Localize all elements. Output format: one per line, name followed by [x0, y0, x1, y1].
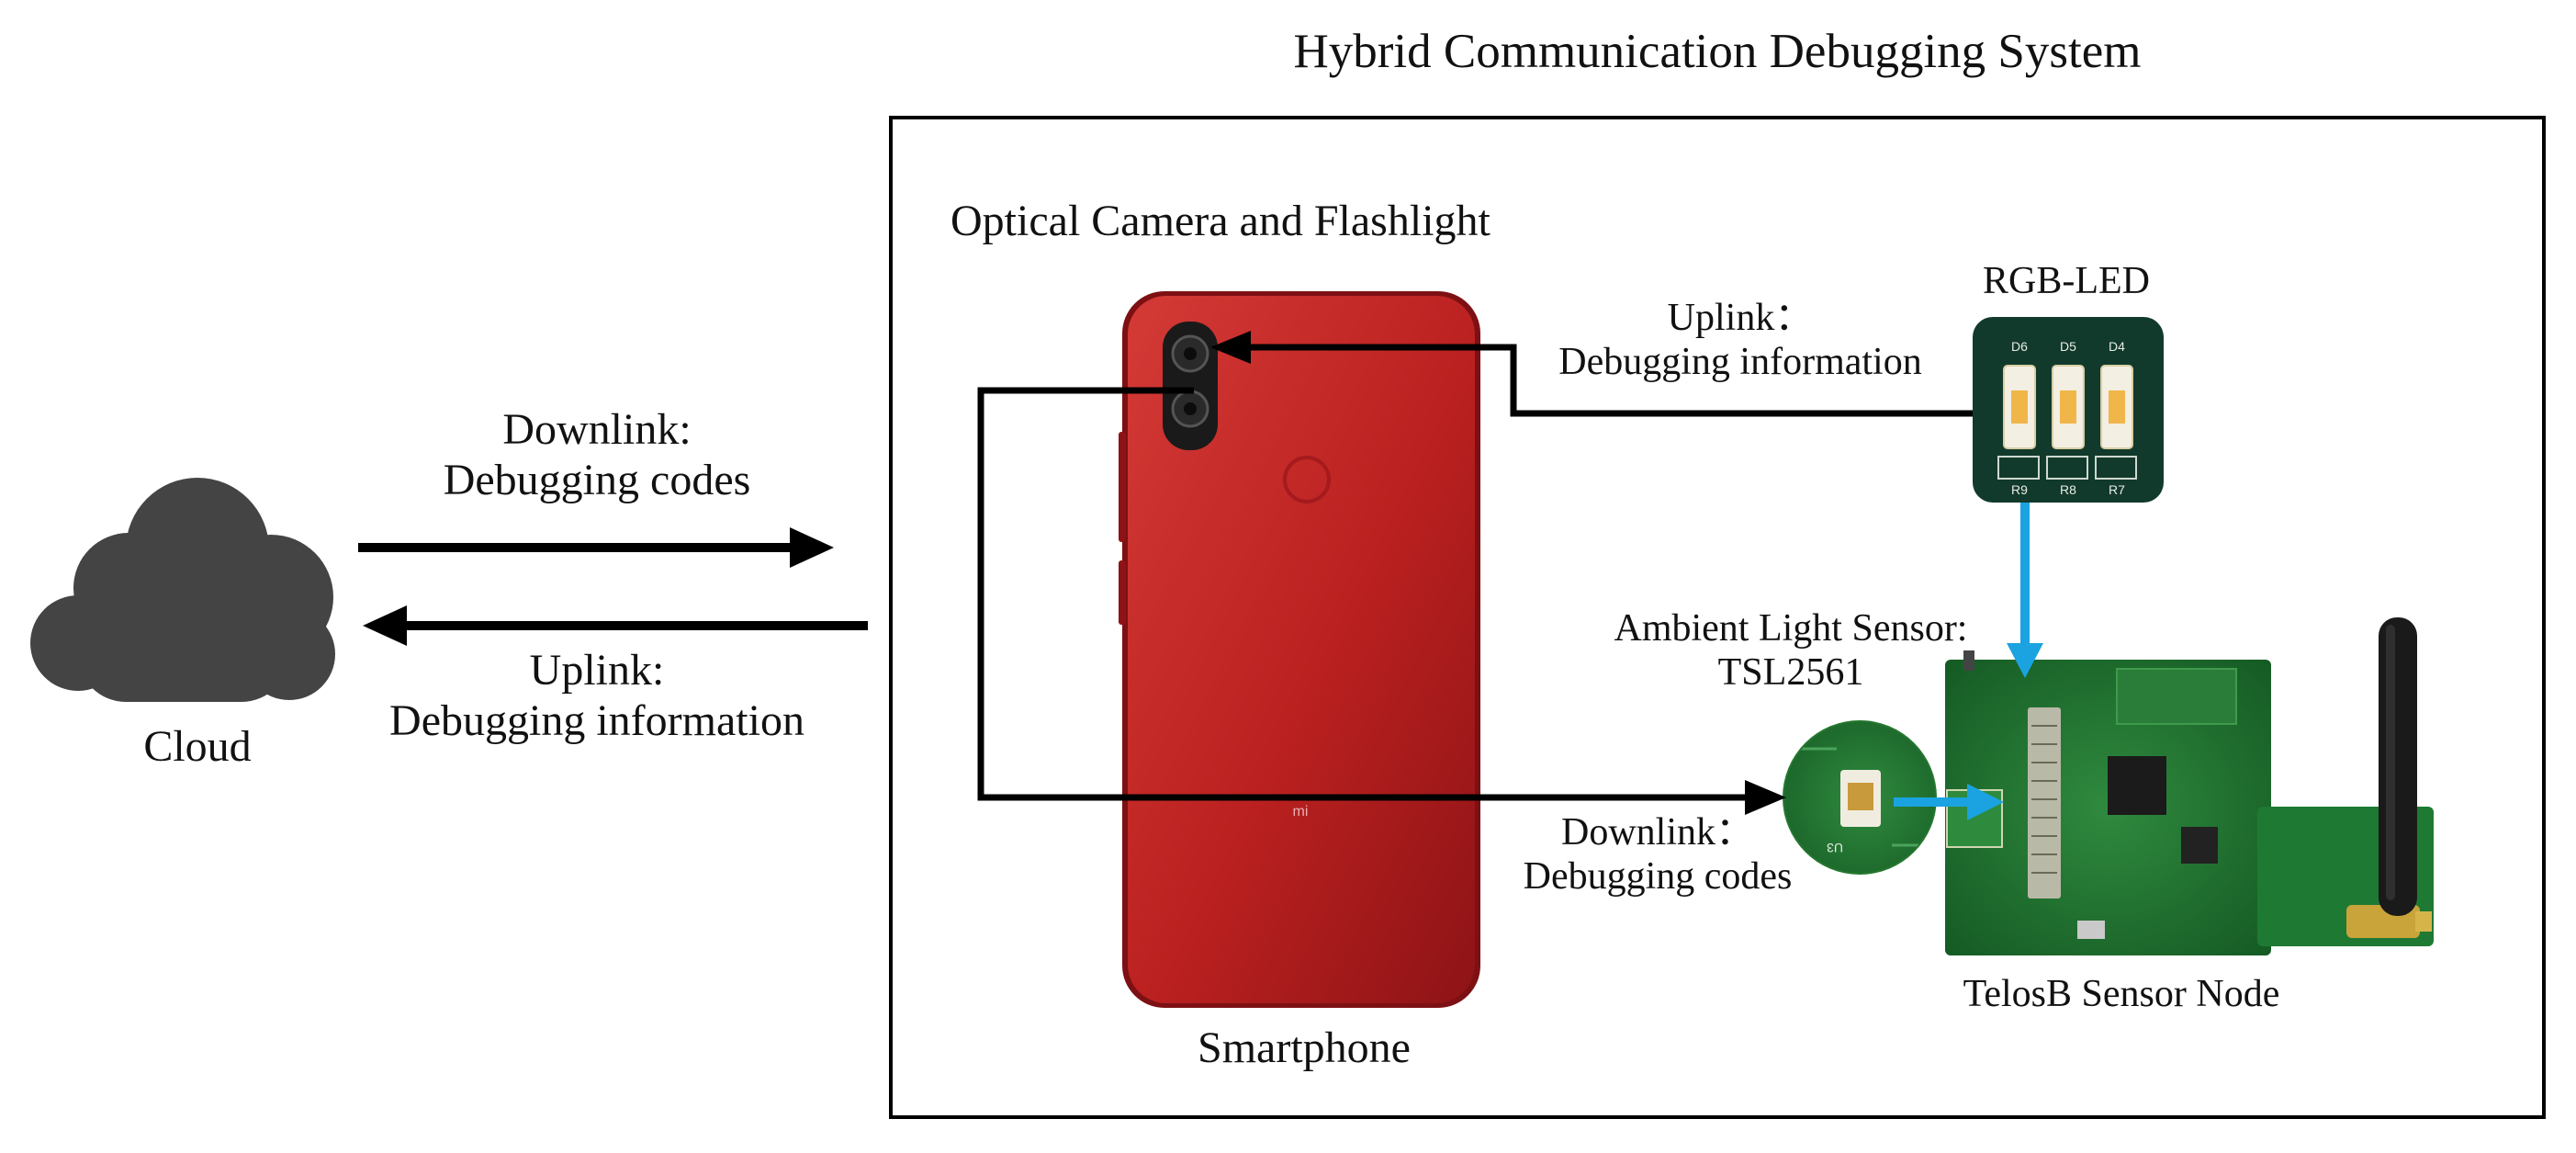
sensor-to-board-blue-arrow [1894, 784, 2004, 820]
smartphone-label: Smartphone [1198, 1023, 1411, 1072]
downlink-sensor-line2: Debugging codes [1523, 855, 1793, 899]
ambient-sensor-line1: Ambient Light Sensor: [1614, 607, 1968, 650]
led-mark-r8: R8 [2060, 482, 2076, 497]
downlink-sensor-line1: Downlink： [1560, 811, 1754, 853]
uplink-led-line2: Debugging information [1558, 341, 1922, 384]
led-mark-r7: R7 [2109, 482, 2125, 497]
led-mark-d4: D4 [2109, 339, 2125, 354]
cloud-uplink-line1: Uplink: [529, 646, 665, 695]
cloud-icon [30, 478, 335, 702]
cloud-uplink-arrow [363, 605, 868, 646]
telosb-label: TelosB Sensor Node [1963, 973, 2280, 1015]
ambient-sensor-line2: TSL2561 [1717, 651, 1864, 695]
led-to-board-blue-arrow [2007, 503, 2043, 678]
diagram-title: Hybrid Communication Debugging System [1293, 25, 2142, 78]
uplink-led-line1: Uplink： [1667, 297, 1814, 339]
cloud-downlink-arrow [358, 527, 834, 568]
uplink-led-label: Uplink： Debugging information [1511, 296, 1970, 385]
downlink-sensor-label: Downlink： Debugging codes [1465, 810, 1850, 899]
system-box [889, 116, 2546, 1119]
cloud-label: Cloud [143, 722, 252, 771]
led-mark-d6: D6 [2011, 339, 2028, 354]
smartphone-image [1119, 291, 1480, 1008]
rgb-led-board [1973, 317, 2164, 503]
cloud-uplink-label: Uplink: Debugging information [340, 645, 854, 746]
telosb-board [1945, 617, 2434, 955]
phone-brand-mark: mi [1293, 804, 1309, 820]
cloud-downlink-line2: Debugging codes [443, 456, 751, 505]
cloud-downlink-line1: Downlink: [502, 405, 692, 454]
led-mark-r9: R9 [2011, 482, 2028, 497]
sensor-chip-mark: U3 [1827, 841, 1843, 855]
rgb-led-label: RGB-LED [1983, 260, 2150, 302]
downlink-flash-to-sensor-arrow [977, 387, 1786, 815]
cloud-uplink-line2: Debugging information [389, 696, 804, 746]
cloud-downlink-label: Downlink: Debugging codes [340, 404, 854, 505]
uplink-led-to-camera-arrow [1210, 331, 1973, 417]
led-mark-d5: D5 [2060, 339, 2076, 354]
ambient-sensor-label: Ambient Light Sensor: TSL2561 [1552, 606, 2030, 695]
optical-section-label: Optical Camera and Flashlight [951, 197, 1490, 245]
